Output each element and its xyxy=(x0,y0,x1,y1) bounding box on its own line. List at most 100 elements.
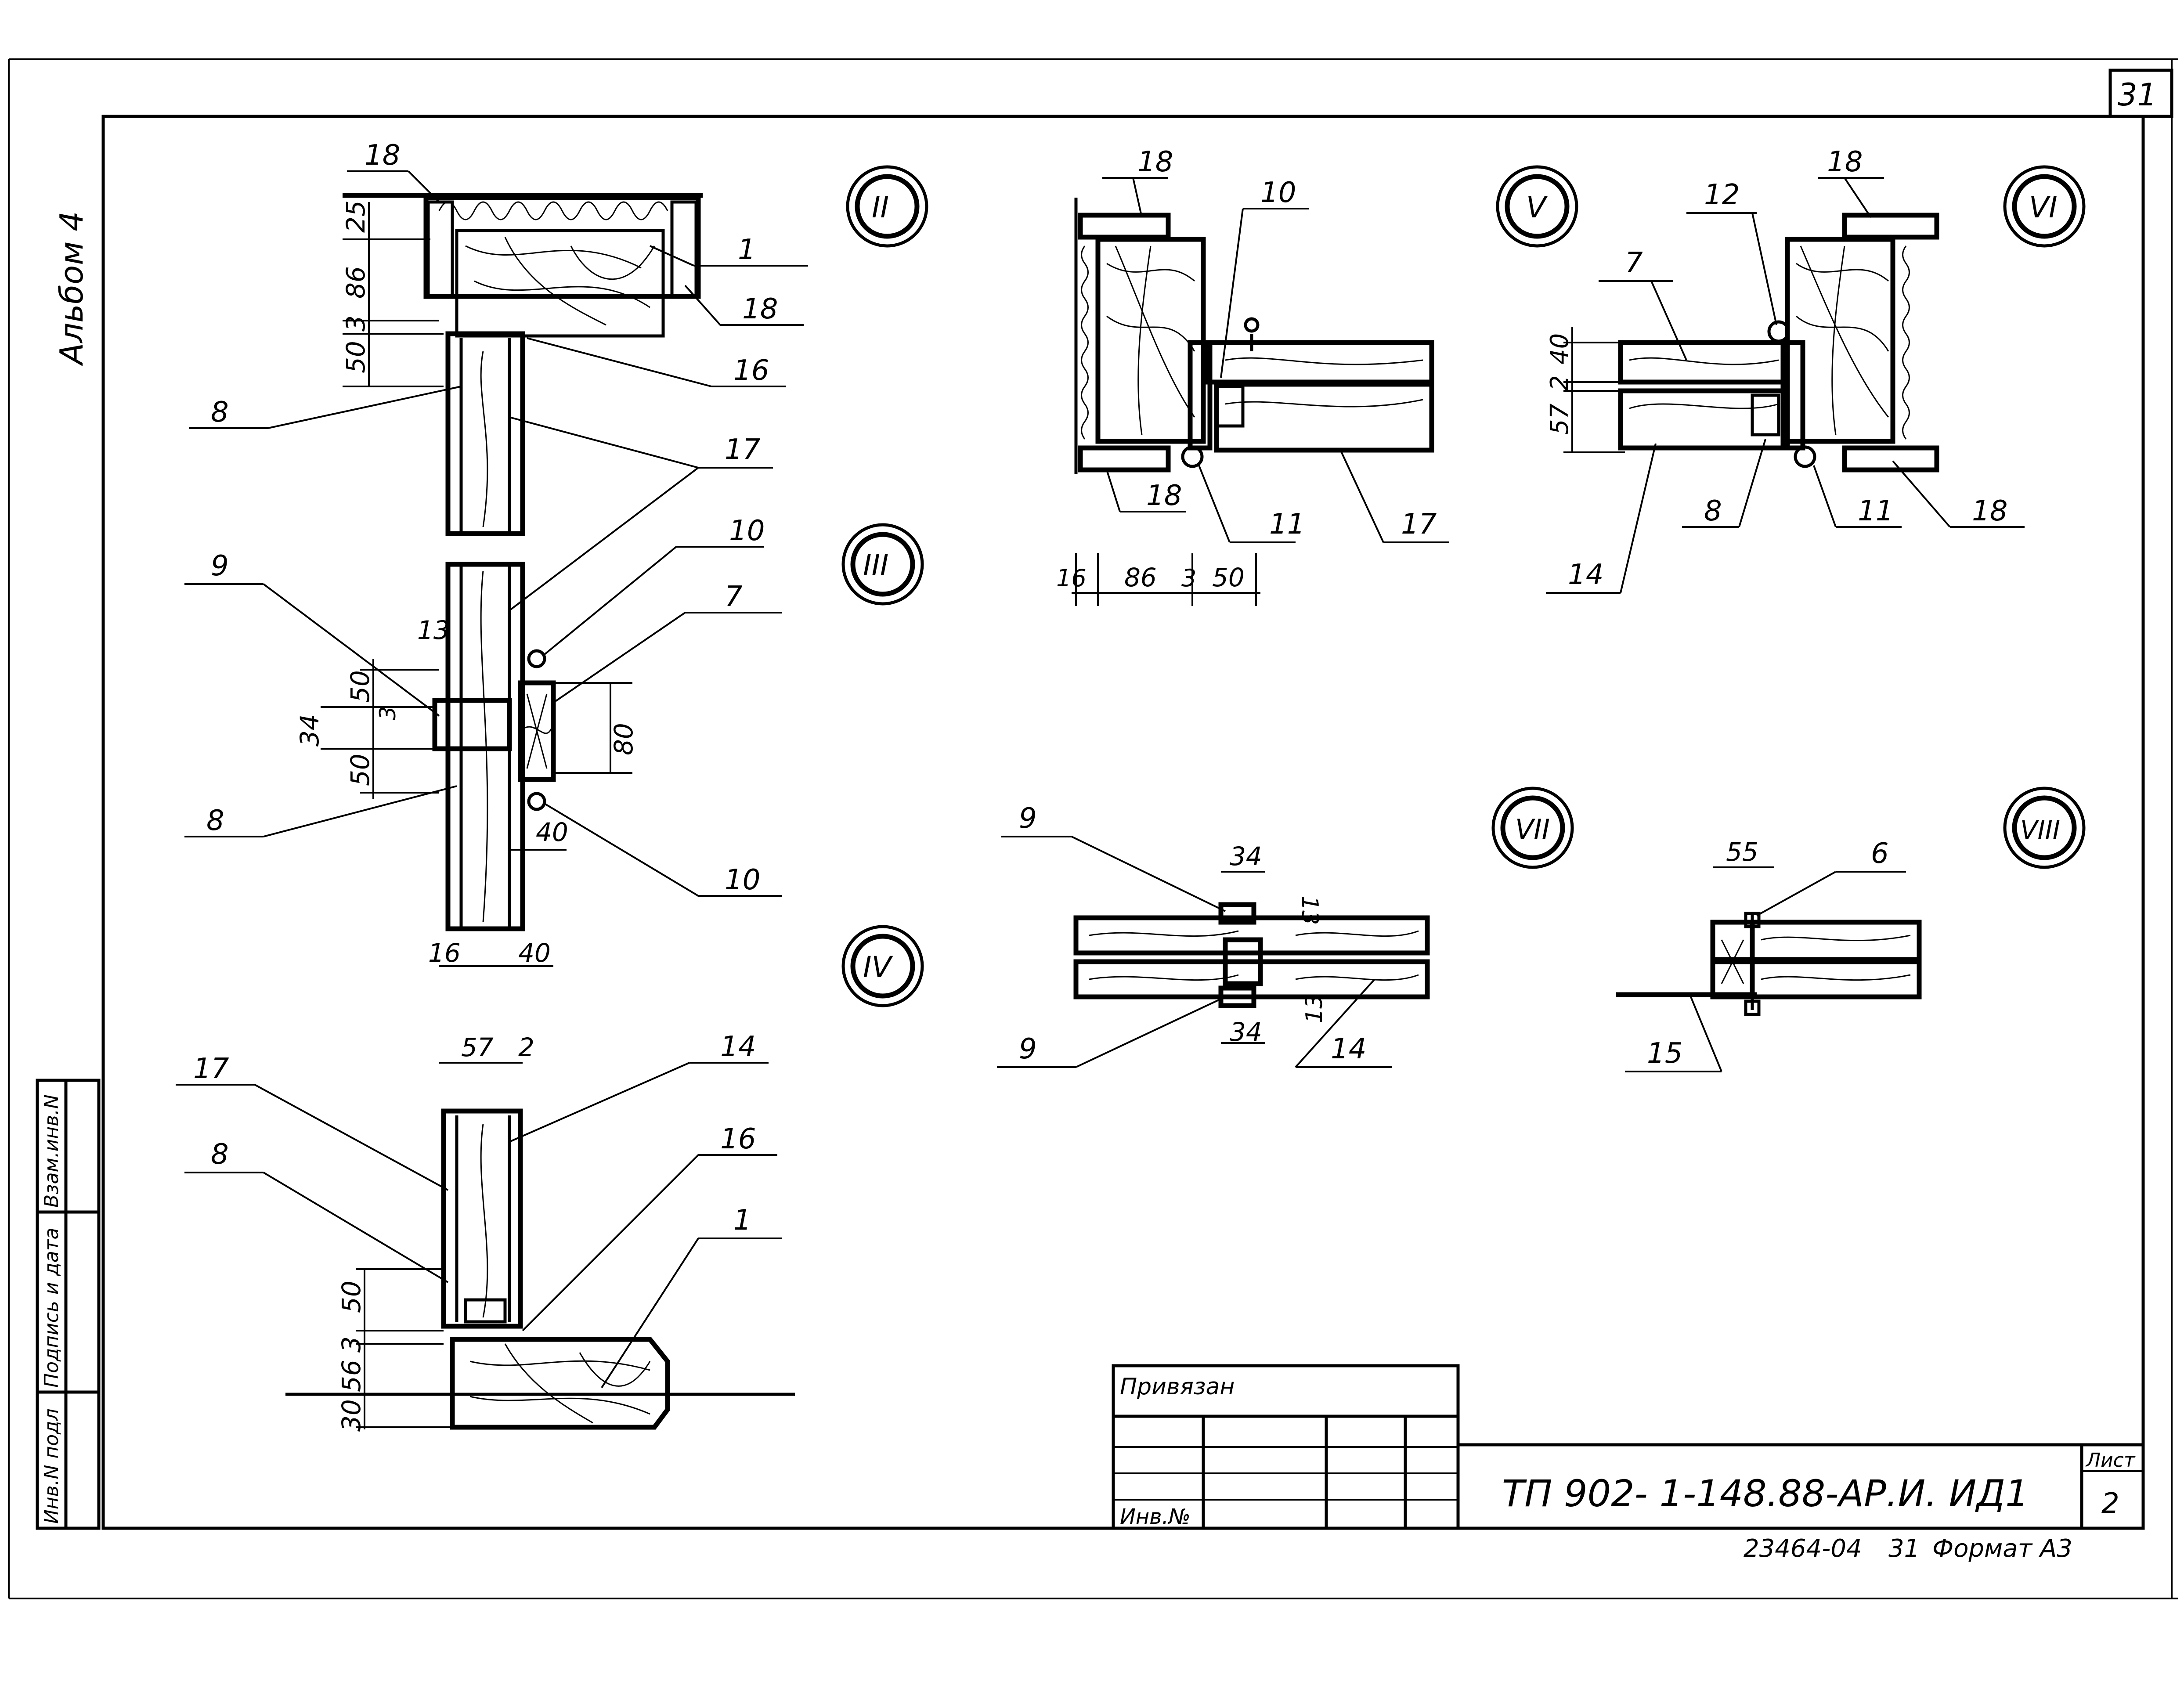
dim-IV-3: 3 xyxy=(336,1336,366,1353)
detail-II: 25 86 3 50 18 1 18 16 8 17 xyxy=(189,139,808,611)
section-mark-III-label: III xyxy=(863,548,888,582)
dim-III-13: 13 xyxy=(417,615,450,645)
callout-III-7: 7 xyxy=(725,581,743,613)
callout-VIII-15: 15 xyxy=(1647,1037,1682,1070)
dim-III-50a: 50 xyxy=(345,670,375,703)
detail-VII: 34 13 34 13 9 9 14 xyxy=(997,802,1430,1068)
callout-IV-8: 8 xyxy=(211,1138,229,1171)
section-mark-IV: IV xyxy=(841,925,924,1007)
callout-VI-18a: 18 xyxy=(1827,146,1863,178)
detail-VI: 40 2 57 12 18 7 8 11 18 14 xyxy=(1545,146,2025,594)
detail-V: 16 86 3 50 18 10 18 11 17 xyxy=(1056,146,1449,606)
callout-V-18b: 18 xyxy=(1146,480,1182,512)
dim-III-3: 3 xyxy=(375,706,401,720)
detail-VIII: 55 6 15 xyxy=(1616,837,1922,1072)
dim-II-50: 50 xyxy=(341,341,371,373)
section-mark-VII-label: VII xyxy=(1515,813,1550,845)
callout-II-1: 1 xyxy=(738,234,756,266)
section-mark-V: V xyxy=(1496,165,1578,248)
side-box-inv: Инв.N подл xyxy=(40,1408,63,1524)
callout-V-10: 10 xyxy=(1260,177,1296,209)
format-label: Формат А3 xyxy=(1932,1534,2072,1563)
sheet-number-box: 31 xyxy=(2108,69,2173,118)
callout-III-9: 9 xyxy=(211,550,229,582)
section-mark-VIII: VIII xyxy=(2003,787,2086,869)
archive-line: 23464-04 31 Формат А3 xyxy=(1744,1534,2072,1563)
dim-II-3: 3 xyxy=(341,315,371,332)
detail-III: 13 50 34 3 50 80 40 16 40 9 10 7 8 10 xyxy=(184,515,782,968)
binding-table: Привязан Инв.№ xyxy=(1112,1364,1460,1530)
callout-III-10a: 10 xyxy=(729,515,765,547)
callout-VII-9a: 9 xyxy=(1019,802,1037,835)
callout-II-17: 17 xyxy=(725,433,761,466)
callout-VI-14: 14 xyxy=(1568,559,1603,591)
dim-III-16: 16 xyxy=(428,938,461,968)
dim-IV-56: 56 xyxy=(336,1360,366,1392)
dim-III-34: 34 xyxy=(295,714,325,747)
dim-IV-2: 2 xyxy=(518,1032,534,1062)
sheet-value: 2 xyxy=(2101,1487,2119,1520)
dim-VII-34a: 34 xyxy=(1230,841,1262,871)
section-mark-II: II xyxy=(846,165,928,248)
dim-III-80: 80 xyxy=(609,723,639,755)
callout-VI-12: 12 xyxy=(1704,179,1740,211)
callout-VII-14: 14 xyxy=(1331,1033,1366,1065)
callout-VI-8: 8 xyxy=(1704,495,1722,527)
section-mark-VIII-label: VIII xyxy=(2020,815,2060,845)
section-mark-III: III xyxy=(841,523,924,606)
dim-VIII-55: 55 xyxy=(1726,837,1758,867)
side-box-replace: Взам.инв.N xyxy=(40,1094,63,1208)
callout-II-18b: 18 xyxy=(742,293,778,325)
dim-VII-34b: 34 xyxy=(1230,1017,1262,1047)
callout-VI-18b: 18 xyxy=(1972,495,2007,527)
dim-V-50: 50 xyxy=(1212,563,1245,592)
dim-IV-57: 57 xyxy=(461,1032,494,1062)
section-mark-II-label: II xyxy=(872,191,889,224)
binding-label: Привязан xyxy=(1120,1374,1235,1400)
callout-IV-17: 17 xyxy=(193,1053,229,1085)
callout-II-8: 8 xyxy=(211,396,229,429)
callout-VIII-6: 6 xyxy=(1871,837,1889,870)
dim-III-40: 40 xyxy=(536,817,568,847)
dim-III-50b: 50 xyxy=(345,754,375,786)
dim-II-86: 86 xyxy=(341,266,371,299)
callout-IV-16: 16 xyxy=(720,1123,756,1155)
dim-III-40b: 40 xyxy=(518,938,551,968)
callout-III-8: 8 xyxy=(206,805,224,837)
callout-V-18a: 18 xyxy=(1137,146,1173,178)
dim-VI-2: 2 xyxy=(1545,375,1574,391)
callout-IV-14: 14 xyxy=(720,1031,756,1063)
dim-IV-50: 50 xyxy=(336,1281,366,1313)
detail-IV: 57 2 50 3 56 30 17 14 8 16 1 xyxy=(176,1031,795,1432)
dim-V-86: 86 xyxy=(1124,563,1157,592)
callout-VII-9b: 9 xyxy=(1019,1033,1037,1065)
sheet-frame xyxy=(8,58,2178,1599)
callout-III-10b: 10 xyxy=(725,864,760,896)
dim-V-16: 16 xyxy=(1056,564,1087,592)
section-mark-V-label: V xyxy=(1526,191,1548,224)
section-mark-IV-label: IV xyxy=(863,950,893,984)
archive-number: 23464-04 xyxy=(1744,1534,1862,1563)
inv-label: Инв.№ xyxy=(1120,1505,1191,1529)
archive-sheet: 31 xyxy=(1888,1534,1920,1563)
stamp-designation: ТП 902- 1-148.88-АР.И. ИД1 xyxy=(1502,1472,2029,1515)
side-stamp-box: Инв.N подл Подпись и дата Взам.инв.N xyxy=(36,1079,101,1530)
section-mark-VI: VI xyxy=(2003,165,2086,248)
callout-VI-11: 11 xyxy=(1858,495,1893,527)
dim-VI-40: 40 xyxy=(1545,333,1574,364)
dim-V-3: 3 xyxy=(1181,564,1196,592)
sheet-number: 31 xyxy=(2118,77,2157,113)
title-stamp: ТП 902- 1-148.88-АР.И. ИД1 Лист 2 xyxy=(1458,1443,2143,1528)
callout-II-16: 16 xyxy=(733,354,769,387)
section-mark-VI-label: VI xyxy=(2029,191,2058,224)
dim-VII-13a: 13 xyxy=(1296,896,1323,925)
section-mark-VII: VII xyxy=(1491,787,1574,869)
callout-IV-1: 1 xyxy=(733,1204,751,1237)
dim-VII-13b: 13 xyxy=(1301,994,1328,1023)
album-label: Альбом 4 xyxy=(53,211,90,366)
callout-VI-7: 7 xyxy=(1625,247,1643,279)
dim-IV-30: 30 xyxy=(336,1399,366,1432)
sheet-label: Лист xyxy=(2085,1449,2136,1472)
callout-V-17: 17 xyxy=(1401,508,1437,541)
